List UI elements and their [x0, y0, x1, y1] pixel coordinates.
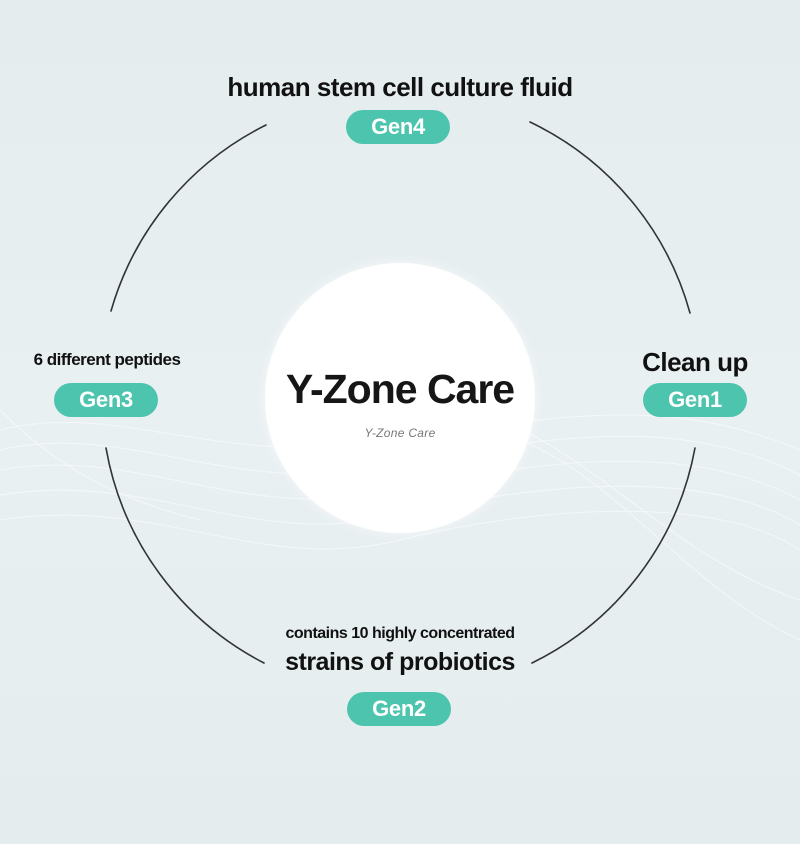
- arc-gen2-to-gen1: [531, 447, 696, 664]
- arc-gen1-to-gen4: [529, 121, 691, 314]
- wave-line: [499, 419, 800, 601]
- gen1-label: Clean up: [642, 347, 748, 377]
- center-circle: [265, 263, 535, 533]
- gen4-label: human stem cell culture fluid: [227, 72, 573, 102]
- gen2-sublabel: contains 10 highly concentrated: [285, 625, 516, 642]
- center-title: Y-Zone Care: [285, 366, 515, 412]
- gen2-badge: Gen2: [347, 692, 451, 726]
- gen1-badge: Gen1: [643, 383, 747, 417]
- wave-line: [0, 510, 800, 551]
- arc-gen3-to-gen2: [105, 447, 265, 664]
- gen3-label: 6 different peptides: [33, 350, 181, 369]
- gen3-badge: Gen3: [54, 383, 158, 417]
- wave-line: [519, 439, 800, 641]
- wave-line: [0, 409, 201, 521]
- arc-gen4-to-gen3: [110, 124, 267, 312]
- gen2-label: strains of probiotics: [285, 648, 515, 676]
- gen4-badge: Gen4: [346, 110, 450, 144]
- center-subtitle: Y-Zone Care: [364, 426, 436, 440]
